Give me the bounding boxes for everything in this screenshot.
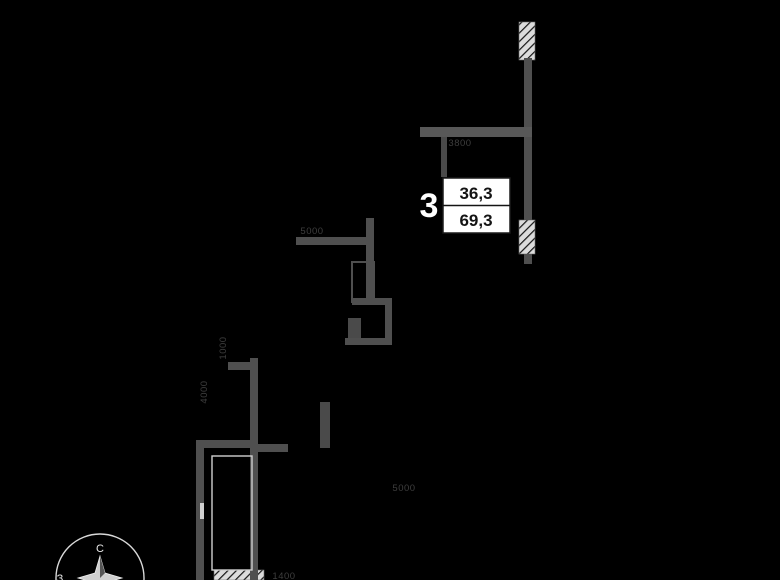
window-hatch-segments: [213, 21, 536, 580]
area-lower-value: 69,3: [459, 211, 492, 230]
apartment-number: 3: [420, 187, 439, 225]
compass-circle: [55, 533, 145, 580]
area-upper-value: 36,3: [459, 184, 492, 203]
dimension-labels: 3800 5000 1000 4000 5000 1400: [199, 138, 471, 580]
wall-above-area-box: [441, 137, 447, 177]
wall-opening-mark: [200, 503, 204, 519]
wall-left-vertical-upper: [250, 358, 258, 454]
wall-block-small: [348, 318, 361, 338]
compass-north-label: С: [96, 543, 104, 555]
dimension-top: 3800: [448, 138, 471, 149]
wall-top-horizontal: [420, 127, 532, 137]
wall-step-horizontal-2: [345, 338, 392, 345]
wall-left-horizontal-upper: [228, 362, 258, 370]
compass-west-label: З: [57, 573, 64, 580]
dimension-bottom: 5000: [392, 483, 415, 494]
wall-step-horizontal-1: [352, 298, 392, 305]
dimension-vertical-small: 1000: [218, 336, 229, 359]
wall-mid-horizontal: [296, 237, 372, 245]
window-hatch-top-right: [518, 21, 536, 61]
dimension-vertical-large: 4000: [199, 380, 210, 403]
compass: С З: [55, 533, 145, 580]
window-hatch-right: [518, 219, 536, 255]
wall-step-vertical-1: [385, 300, 392, 344]
wall-room-right: [250, 448, 258, 580]
dimension-middle: 5000: [300, 226, 323, 237]
wall-right-vertical: [524, 58, 532, 220]
compass-star-shade: [100, 556, 105, 578]
area-box: 3 36,3 69,3: [420, 177, 511, 234]
balcony-inner-outline: [211, 455, 253, 571]
wall-block-vertical: [320, 402, 330, 448]
wall-right-of-room: [258, 444, 288, 452]
wall-right-vertical-stub: [524, 254, 532, 264]
dimension-bottom-small: 1400: [272, 571, 295, 580]
walls: [196, 58, 532, 580]
wall-room-top: [196, 440, 258, 448]
